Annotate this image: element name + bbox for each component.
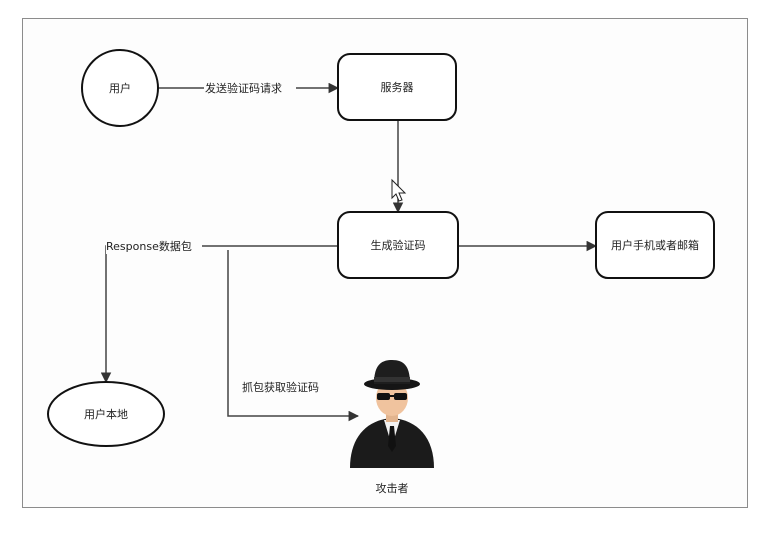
edge-label-bg (106, 238, 202, 254)
node-user-local: 用户本地 (47, 381, 165, 447)
edge-capture-to-attacker (227, 250, 360, 422)
node-user: 用户 (81, 49, 159, 127)
node-server-label: 服务器 (381, 81, 414, 94)
edge-generate-to-user-local (100, 245, 338, 384)
node-user-label: 用户 (109, 81, 131, 95)
node-phone-email: 用户手机或者邮箱 (595, 211, 715, 279)
mouse-cursor-icon (391, 178, 407, 202)
attacker-icon (350, 360, 434, 468)
attacker-label: 攻击者 (376, 481, 409, 495)
node-generate: 生成验证码 (337, 211, 459, 279)
edge-label-capture: 抓包获取验证码 (242, 380, 319, 394)
node-phone-email-label: 用户手机或者邮箱 (611, 238, 699, 252)
node-user-local-label: 用户本地 (84, 407, 128, 421)
edge-label-send-request: 发送验证码请求 (205, 81, 282, 95)
node-server: 服务器 (337, 53, 457, 121)
edge-label-response-packet: Response数据包 (106, 239, 192, 253)
edge-label-bg (204, 79, 296, 95)
node-generate-label: 生成验证码 (371, 238, 426, 252)
